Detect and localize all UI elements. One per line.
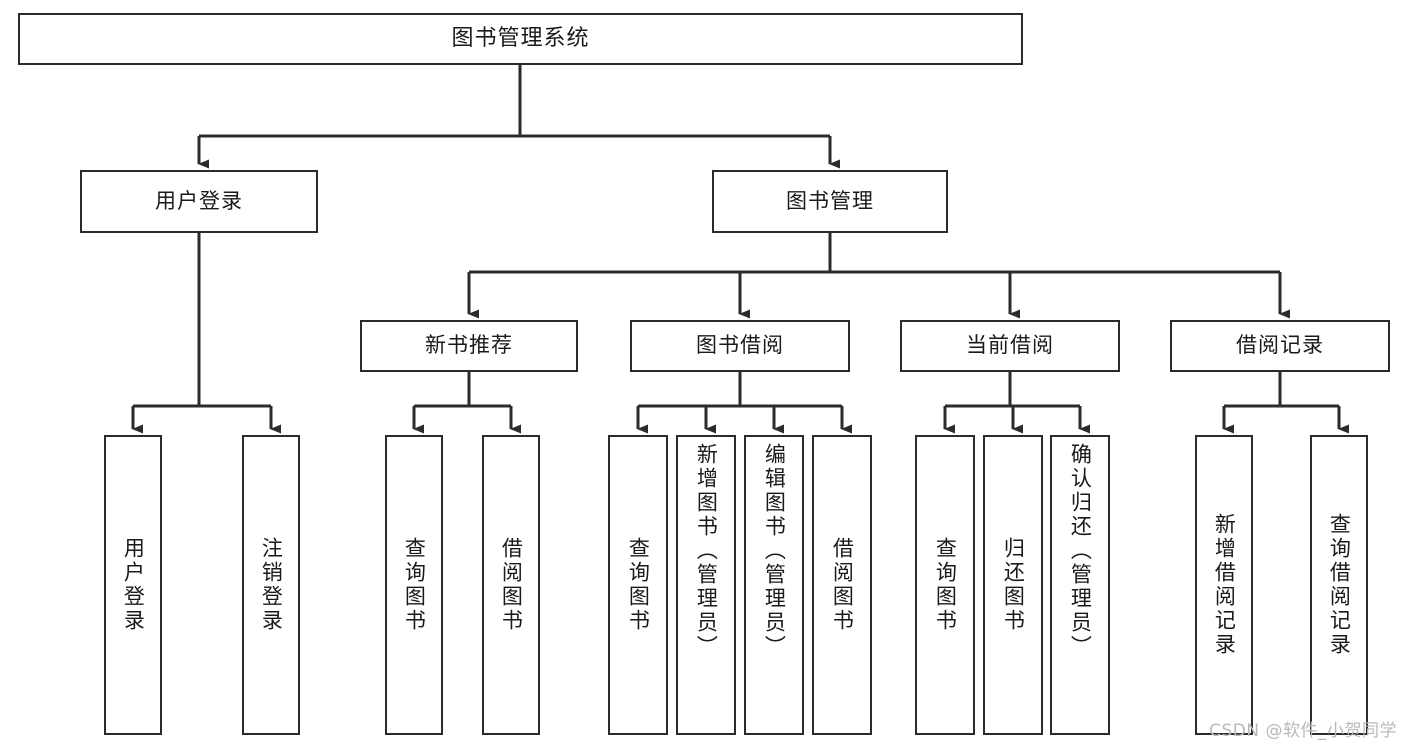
leaf-logout[interactable]: 注销登录	[242, 435, 300, 735]
node-book-borrow[interactable]: 图书借阅	[630, 320, 850, 372]
node-label: 用户登录	[121, 537, 146, 633]
node-root[interactable]: 图书管理系统	[18, 13, 1023, 65]
node-book-management[interactable]: 图书管理	[712, 170, 948, 233]
node-label: 查询图书	[933, 537, 958, 633]
node-label: 当前借阅	[966, 333, 1054, 358]
node-label: 编辑图书（管理员）	[762, 443, 787, 659]
leaf-return-book[interactable]: 归还图书	[983, 435, 1043, 735]
node-new-book-recommend[interactable]: 新书推荐	[360, 320, 578, 372]
node-label: 查询图书	[402, 537, 427, 633]
leaf-query-book-recommend[interactable]: 查询图书	[385, 435, 443, 735]
node-label: 新增借阅记录	[1212, 513, 1237, 657]
leaf-add-borrow-record[interactable]: 新增借阅记录	[1195, 435, 1253, 735]
node-borrow-record[interactable]: 借阅记录	[1170, 320, 1390, 372]
node-label: 图书借阅	[696, 333, 784, 358]
node-label: 图书管理系统	[451, 25, 590, 51]
node-label: 查询图书	[626, 537, 651, 633]
leaf-borrow-book[interactable]: 借阅图书	[812, 435, 872, 735]
leaf-borrow-book-recommend[interactable]: 借阅图书	[482, 435, 540, 735]
leaf-query-book[interactable]: 查询图书	[608, 435, 668, 735]
leaf-add-book-admin[interactable]: 新增图书（管理员）	[676, 435, 736, 735]
node-user-login[interactable]: 用户登录	[80, 170, 318, 233]
leaf-edit-book-admin[interactable]: 编辑图书（管理员）	[744, 435, 804, 735]
node-label: 借阅图书	[830, 537, 855, 633]
node-label: 借阅图书	[499, 537, 524, 633]
node-label: 归还图书	[1001, 537, 1026, 633]
node-label: 查询借阅记录	[1327, 513, 1352, 657]
watermark: CSDN @软件_小贺同学	[1209, 721, 1397, 741]
node-label: 确认归还（管理员）	[1068, 443, 1093, 659]
leaf-query-borrow-record[interactable]: 查询借阅记录	[1310, 435, 1368, 735]
leaf-query-book-current[interactable]: 查询图书	[915, 435, 975, 735]
node-label: 借阅记录	[1236, 333, 1324, 358]
node-label: 图书管理	[786, 188, 874, 213]
leaf-confirm-return-admin[interactable]: 确认归还（管理员）	[1050, 435, 1110, 735]
node-label: 新增图书（管理员）	[694, 443, 719, 659]
node-label: 用户登录	[155, 188, 243, 213]
node-label: 注销登录	[259, 537, 284, 633]
leaf-user-login[interactable]: 用户登录	[104, 435, 162, 735]
node-current-borrow[interactable]: 当前借阅	[900, 320, 1120, 372]
node-label: 新书推荐	[425, 333, 513, 358]
